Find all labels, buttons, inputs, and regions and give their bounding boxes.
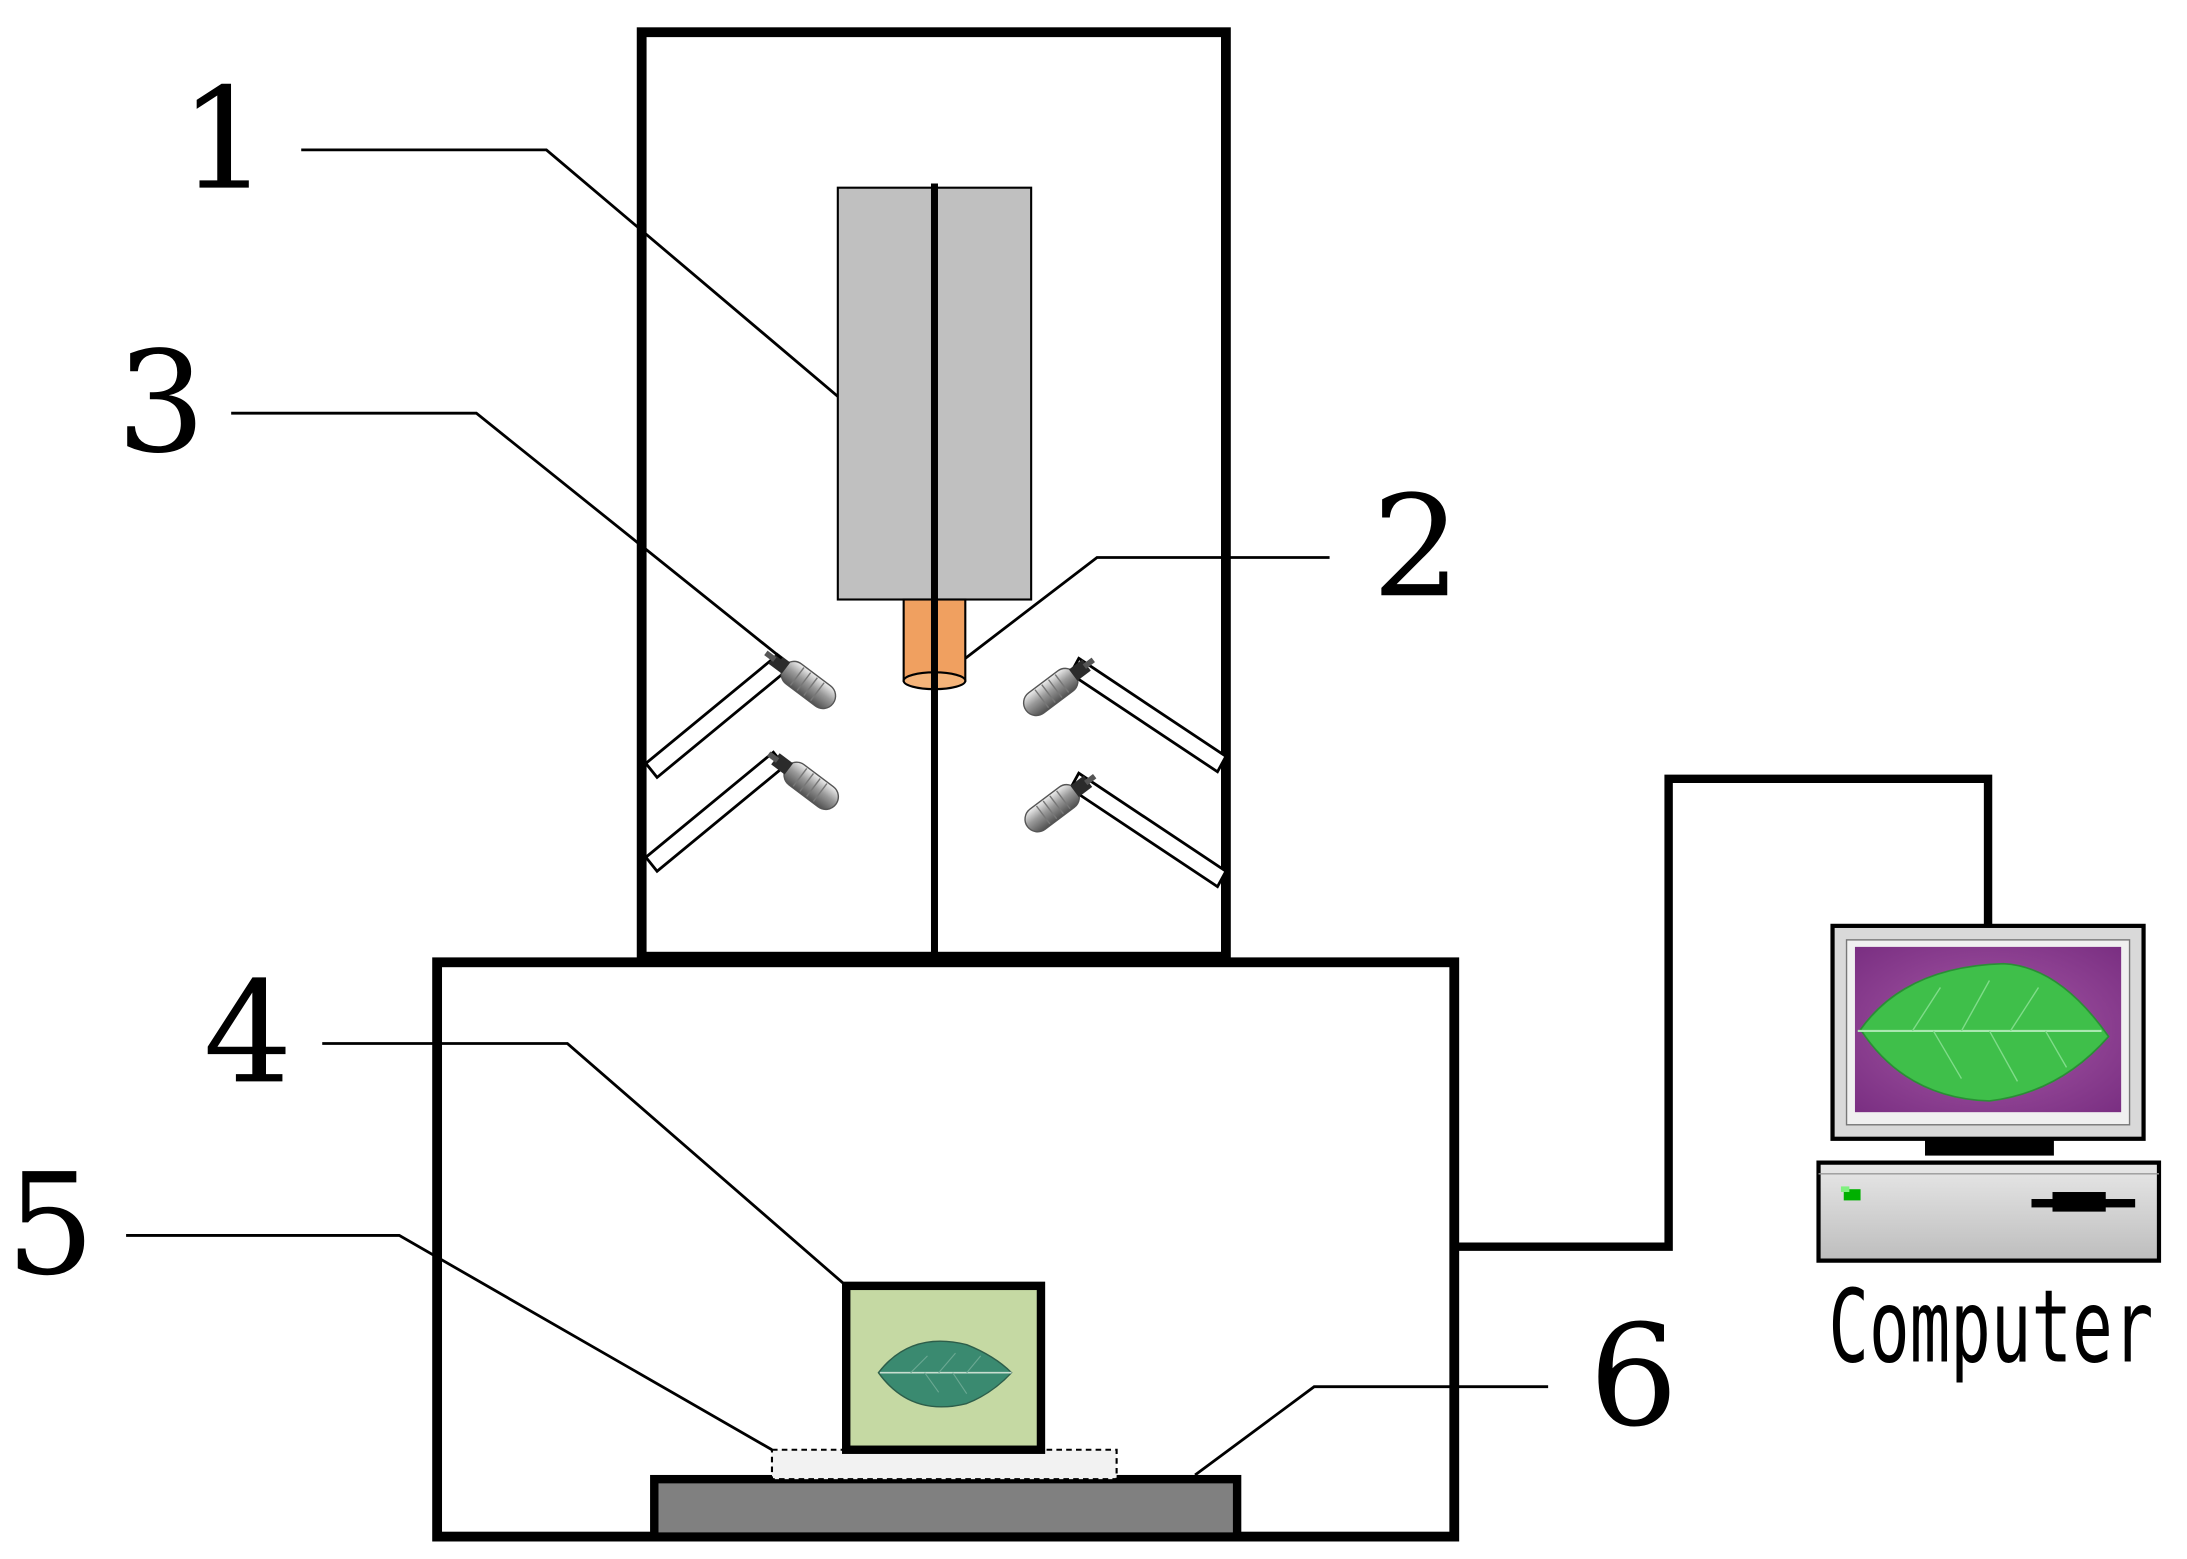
right-light-arm-upper: [1017, 649, 1228, 774]
monitor-icon: [1830, 923, 2146, 1156]
leader-line-5: [126, 1234, 773, 1451]
left-light-arm-upper: [643, 642, 842, 780]
callout-5: 5: [6, 1144, 95, 1307]
callout-3: 3: [117, 322, 206, 485]
computer-case-icon: [1816, 1160, 2162, 1263]
computer-label: Computer: [1828, 1268, 2153, 1386]
callout-6: 6: [1589, 1296, 1678, 1459]
leader-line-2: [964, 556, 1330, 660]
data-cable: [1454, 774, 1993, 1251]
right-light-arm-lower: [1019, 765, 1228, 889]
callout-2: 2: [1372, 466, 1461, 629]
sample-plate: [770, 1448, 1118, 1481]
leader-line-6: [1194, 1385, 1549, 1477]
callout-1: 1: [180, 59, 269, 222]
callout-4: 4: [203, 952, 292, 1115]
left-light-arm-lower: [643, 743, 845, 874]
leader-line-1: [301, 148, 839, 398]
leaf-icon: [877, 1340, 1013, 1408]
leader-line-4: [322, 1042, 848, 1287]
sample-stage: [650, 1474, 1242, 1541]
leader-line-3: [231, 411, 783, 660]
